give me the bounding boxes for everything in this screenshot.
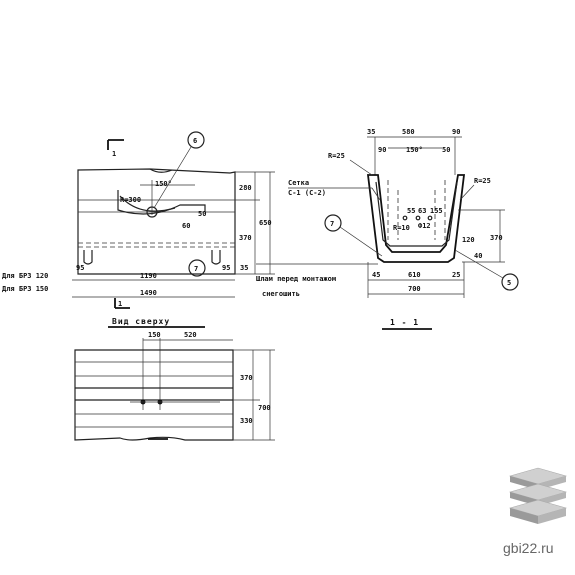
section-dim-90-inner: 90 [378,146,386,154]
watermark-logo-icon [508,467,568,524]
section-radius-right: R=25 [474,177,491,185]
radius-left-leader [349,159,373,176]
section-dim-63: 63 [418,207,426,215]
section-dim-90-top: 90 [452,128,460,136]
front-dim-50: 50 [198,210,206,218]
rebar-dot [402,215,408,221]
front-dim-1190: 1190 [140,272,157,280]
front-dim-650: 650 [259,219,272,227]
section-mark-bottom-label: 1 [118,300,122,308]
watermark-text: gbi22.ru [503,540,554,556]
base-note-2: снегошить [262,290,300,298]
section-marker-bottom [114,298,130,309]
front-dim-280: 280 [239,184,252,192]
front-foot-left [83,250,93,265]
section-dim-120: 120 [462,236,475,244]
section-inner-profile [375,181,458,247]
front-dim-95-left: 95 [76,264,84,272]
section-dim-370: 370 [490,234,503,242]
top-view: Вид сверху 150 520 370 330 700 [74,317,275,441]
top-dim-700: 700 [258,404,271,412]
section-radius-left: R=25 [328,152,345,160]
section-dim-155: 155 [430,207,443,215]
section-bar-12: Ф12 [418,222,431,230]
callout-7-leader [339,226,383,257]
front-dim-60: 60 [182,222,190,230]
section-dim-55: 55 [407,207,415,215]
section-callout-7-circle [324,214,342,232]
top-view-title: Вид сверху [112,317,170,326]
section-view: 35 580 90 90 50 150° 55 63 155 Ф12 R=10 … [256,128,519,330]
callout-6-circle [187,131,205,149]
section-dim-610: 610 [408,271,421,279]
section-dim-25: 25 [452,271,460,279]
section-dim-40: 40 [474,252,482,260]
mesh-leader [371,187,381,201]
mesh-label-2: С-1 (С-2) [288,189,326,197]
front-dim-1490: 1490 [140,289,157,297]
section-dim-150-angle: 150° [406,146,423,154]
front-opening [117,190,206,215]
section-dim-580: 580 [402,128,415,136]
front-radius-arc [119,195,176,212]
section-bar-10: R=10 [393,224,410,232]
base-note-1: Шлам перед монтажом [256,275,336,283]
callout-6-label: 6 [193,137,197,145]
section-dim-700: 700 [408,285,421,293]
note-bpz150: Для БРЗ 150 [2,285,48,293]
front-dim-35: 35 [240,264,248,272]
section-callout-5-label: 5 [507,279,511,287]
note-bpz120: Для БРЗ 120 [2,272,48,280]
section-mark-top-label: 1 [112,150,116,158]
radius-right-leader [459,184,475,201]
top-dim-150: 150 [148,331,161,339]
section-marker-top [107,139,124,150]
front-angle-label: 150° [155,180,172,188]
callout-6-leader [153,146,192,209]
front-foot-right [211,250,221,265]
section-dim-35: 35 [367,128,375,136]
mesh-label-1: Сетка [288,179,309,187]
top-dim-370: 370 [240,374,253,382]
front-top-notch [149,168,173,173]
section-title: 1 - 1 [390,318,419,327]
rebar-dot [415,215,421,221]
section-outer-profile [366,174,466,263]
section-dim-50: 50 [442,146,450,154]
front-view: 1 150° R=300 60 50 6 7 [2,131,275,309]
section-dim-45: 45 [372,271,380,279]
callout-5-leader [454,249,504,279]
top-outline [74,349,234,441]
section-callout-5-circle [501,273,519,291]
front-dim-95-right: 95 [222,264,230,272]
top-dim-520: 520 [184,331,197,339]
rebar-dot [427,215,433,221]
top-dim-330: 330 [240,417,253,425]
front-radius-label: R=300 [120,196,141,204]
section-callout-7-label: 7 [330,220,334,228]
front-dim-370: 370 [239,234,252,242]
callout-7-label: 7 [194,265,198,273]
callout-7-circle [188,259,206,277]
